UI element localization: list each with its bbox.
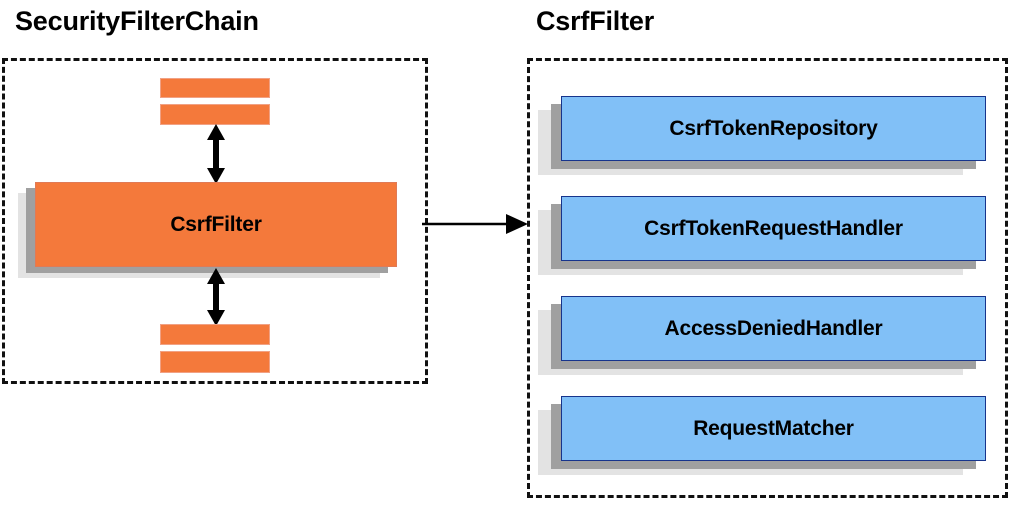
filler-bar-bottom-2 <box>160 351 270 373</box>
panel-title-security-filter-chain: SecurityFilterChain <box>15 6 259 36</box>
collaborator-box-face[interactable]: RequestMatcher <box>561 396 986 461</box>
filler-bar-top-1 <box>160 78 270 98</box>
filler-bar-bottom-1 <box>160 324 270 345</box>
collaborator-box-face[interactable]: CsrfTokenRequestHandler <box>561 196 986 261</box>
arrow-csrffilter-to-lower-filters <box>207 268 225 326</box>
expand-arrow-icon <box>422 214 528 234</box>
collaborator-box-label: AccessDeniedHandler <box>664 316 883 340</box>
csrf-filter-box[interactable]: CsrfFilter <box>0 0 420 300</box>
panel-security-filter-chain <box>2 58 428 384</box>
panel-csrf-filter <box>527 58 1008 498</box>
csrf-filter-box-label: CsrfFilter <box>170 212 262 236</box>
collaborator-box-label: CsrfTokenRepository <box>669 116 878 140</box>
collaborator-box-label: CsrfTokenRequestHandler <box>644 216 903 240</box>
csrf-filter-box-face[interactable]: CsrfFilter <box>35 182 397 267</box>
collaborator-box-face[interactable]: CsrfTokenRepository <box>561 96 986 161</box>
collaborator-box-face[interactable]: AccessDeniedHandler <box>561 296 986 361</box>
arrow-csrffilter-to-upper-filters <box>207 124 225 184</box>
collaborator-box-label: RequestMatcher <box>693 416 854 440</box>
panel-title-csrf-filter: CsrfFilter <box>536 6 655 36</box>
filler-bar-top-2 <box>160 104 270 125</box>
